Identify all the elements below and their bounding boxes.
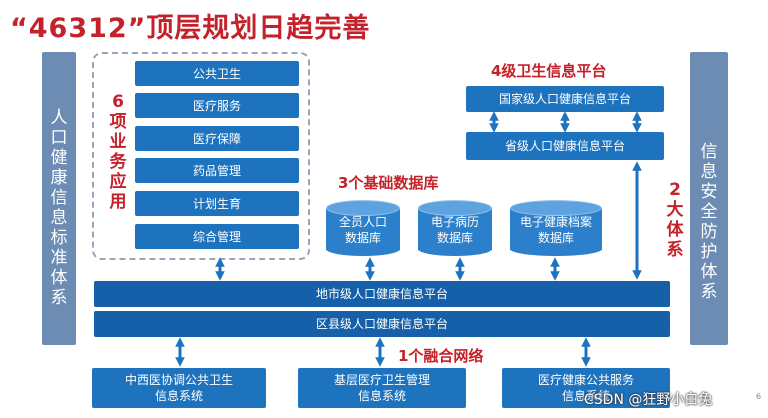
primary-care-management-system: 基层医疗卫生管理 信息系统 [298, 368, 466, 408]
app-medical-insurance: 医疗保障 [135, 126, 299, 151]
page-number: 6 [756, 392, 762, 401]
tcm-western-public-health-system: 中西医协调公共卫生 信息系统 [92, 368, 266, 408]
app-comprehensive-management: 综合管理 [135, 224, 299, 249]
app-medical-service: 医疗服务 [135, 93, 299, 118]
county-platform: 区县级人口健康信息平台 [94, 311, 670, 337]
provincial-platform: 省级人口健康信息平台 [466, 132, 664, 160]
app-drug-management: 药品管理 [135, 158, 299, 183]
right-pillar-label: 信息安全防护体系 [700, 142, 718, 302]
three-databases-label: 3个基础数据库 [338, 174, 439, 192]
business-apps-frame [92, 52, 310, 260]
page-title: “46312”顶层规划日趋完善 [10, 13, 371, 44]
ehr-database-label: 电子健康档案 数据库 [519, 215, 592, 245]
left-standard-pillar [42, 52, 76, 345]
right-security-pillar [690, 52, 728, 345]
city-platform: 地市级人口健康信息平台 [94, 281, 670, 307]
app-family-planning: 计划生育 [135, 191, 299, 216]
left-pillar-label: 人口健康信息标准体系 [50, 108, 68, 308]
app-public-health: 公共卫生 [135, 61, 299, 86]
six-apps-label: 6项业务应用 [109, 92, 127, 212]
fusion-network-label: 1个融合网络 [398, 347, 484, 365]
emr-database: 电子病历 数据库 [418, 200, 492, 256]
ehr-database: 电子健康档案 数据库 [510, 200, 602, 256]
watermark: CSDN @狂野小白兔 [584, 392, 713, 408]
population-database: 全员人口 数据库 [326, 200, 400, 256]
population-database-label: 全员人口 数据库 [338, 215, 387, 245]
public-health-service-system: 医疗健康公共服务 信息系统 [502, 368, 670, 408]
four-level-label: 4级卫生信息平台 [491, 62, 607, 80]
emr-database-label: 电子病历 数据库 [430, 215, 479, 245]
two-systems-label: 2大体系 [666, 180, 684, 260]
national-platform: 国家级人口健康信息平台 [466, 86, 664, 112]
